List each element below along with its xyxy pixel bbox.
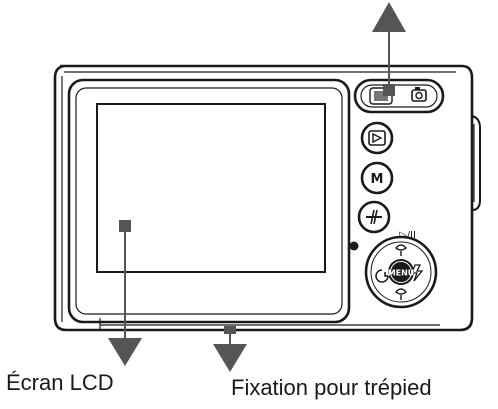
navigation-pad[interactable]: MENU (364, 235, 438, 309)
lcd-arrow (108, 220, 142, 366)
macro-down-icon (395, 288, 407, 300)
strap-hook (471, 115, 481, 211)
delete-button-icon[interactable] (357, 200, 391, 234)
lcd-label: Écran LCD (6, 370, 114, 395)
macro-icon (395, 244, 407, 256)
mode-switch-arrow (372, 2, 406, 96)
menu-button-label: MENU (388, 269, 415, 278)
mode-button-label: M (371, 172, 384, 187)
tripod-arrow (213, 330, 247, 372)
playback-icon[interactable] (360, 121, 394, 155)
play-pause-label: ▷/II (399, 230, 416, 241)
menu-button-icon[interactable]: MENU (388, 259, 415, 285)
status-led-icon (349, 241, 359, 251)
mode-button-icon[interactable]: M (360, 161, 394, 195)
self-timer-icon (375, 269, 389, 283)
camera-body (53, 64, 474, 332)
mode-switch-icon[interactable] (353, 78, 445, 114)
lcd-screen (67, 78, 351, 324)
tripod-label: Fixation pour trépied (231, 375, 432, 400)
